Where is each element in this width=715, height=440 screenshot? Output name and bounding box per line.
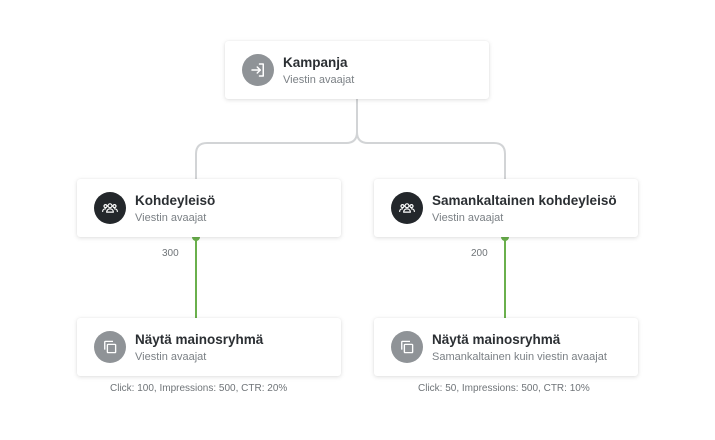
node-campaign[interactable]: Kampanja Viestin avaajat: [225, 41, 489, 99]
node-title: Kohdeyleisö: [135, 193, 216, 208]
left-edge-count: 300: [162, 248, 179, 259]
tree-connector: [195, 98, 506, 180]
node-title: Näytä mainosryhmä: [135, 332, 264, 347]
node-subtitle: Viestin avaajat: [432, 212, 504, 224]
node-subtitle: Viestin avaajat: [135, 212, 207, 224]
node-title: Näytä mainosryhmä: [432, 332, 561, 347]
node-subtitle: Samankaltainen kuin viestin avaajat: [432, 351, 607, 363]
group-icon: [94, 192, 126, 224]
node-audience-right[interactable]: Samankaltainen kohdeyleisö Viestin avaaj…: [374, 179, 638, 237]
left-stats: Click: 100, Impressions: 500, CTR: 20%: [110, 383, 288, 394]
node-adgroup-right[interactable]: Näytä mainosryhmä Samankaltainen kuin vi…: [374, 318, 638, 376]
right-edge-count: 200: [471, 248, 488, 259]
login-arrow-icon: [242, 54, 274, 86]
copy-icon: [391, 331, 423, 363]
copy-icon: [94, 331, 126, 363]
node-adgroup-left[interactable]: Näytä mainosryhmä Viestin avaajat: [77, 318, 341, 376]
node-audience-left[interactable]: Kohdeyleisö Viestin avaajat: [77, 179, 341, 237]
right-stats: Click: 50, Impressions: 500, CTR: 10%: [418, 383, 590, 394]
node-title: Samankaltainen kohdeyleisö: [432, 193, 617, 208]
node-title: Kampanja: [283, 55, 348, 70]
node-subtitle: Viestin avaajat: [283, 74, 355, 86]
node-subtitle: Viestin avaajat: [135, 351, 207, 363]
group-icon: [391, 192, 423, 224]
